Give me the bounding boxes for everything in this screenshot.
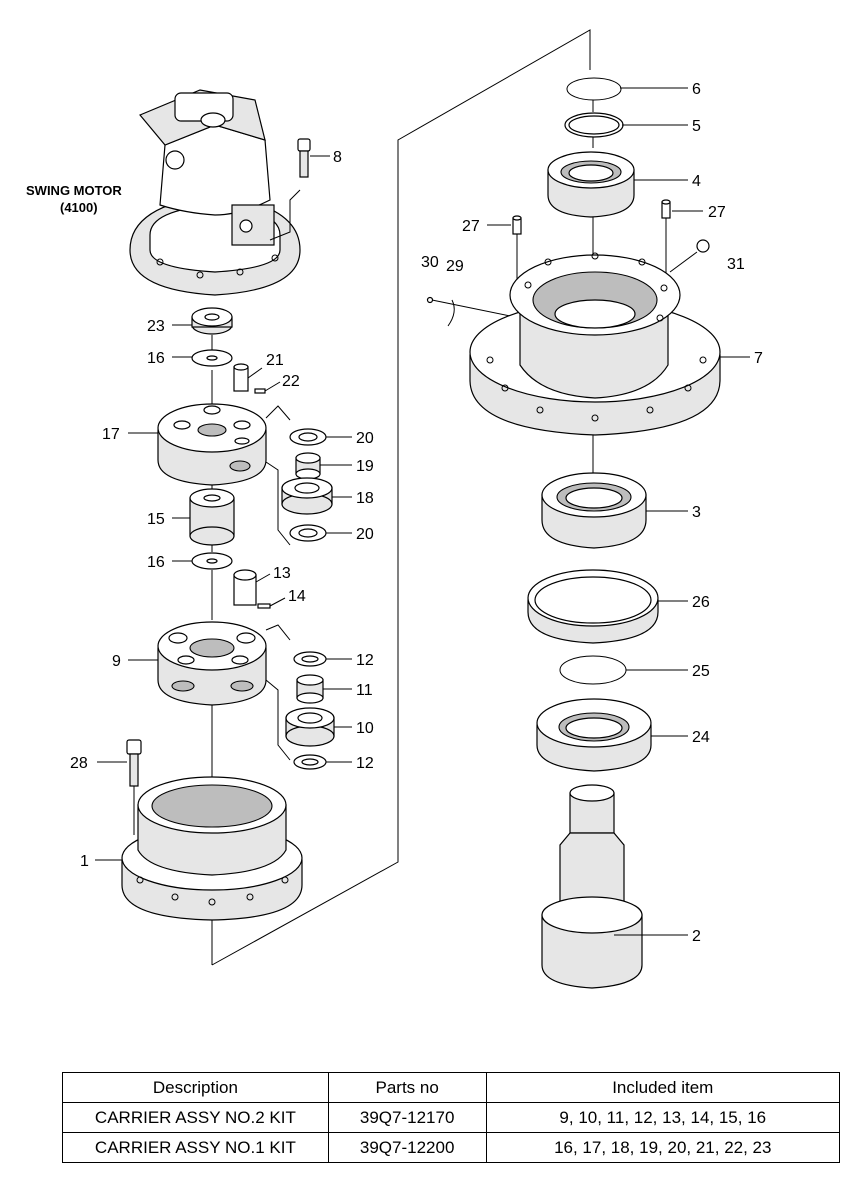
exploded-parts-diagram: SWING MOTOR (4100) bbox=[26, 29, 763, 989]
housing-7-drawing bbox=[469, 252, 721, 436]
sun-gear-15-drawing bbox=[189, 488, 235, 546]
callout-19: 19 bbox=[356, 458, 374, 475]
callout-12a: 12 bbox=[356, 652, 374, 669]
pin-21-drawing bbox=[233, 363, 249, 392]
header-parts-no: Parts no bbox=[327, 1072, 487, 1103]
swing-motor-label: SWING MOTOR bbox=[26, 183, 122, 198]
row-description: CARRIER ASSY NO.1 KIT bbox=[62, 1132, 329, 1163]
callout-27b: 27 bbox=[708, 204, 726, 221]
row-parts-no: 39Q7-12200 bbox=[327, 1132, 487, 1163]
callout-6: 6 bbox=[692, 81, 701, 98]
spring-pin-14-drawing bbox=[257, 603, 271, 609]
bearing-4-drawing bbox=[547, 151, 635, 218]
callout-27a: 27 bbox=[462, 218, 480, 235]
callout-28: 28 bbox=[70, 755, 88, 772]
floating-seal-26-drawing bbox=[527, 569, 659, 644]
callout-26: 26 bbox=[692, 594, 710, 611]
callout-31: 31 bbox=[727, 256, 745, 273]
plug-31-drawing bbox=[696, 239, 710, 253]
pinion-shaft-2-drawing bbox=[541, 784, 643, 989]
part-29-drawing bbox=[447, 299, 455, 327]
callout-1: 1 bbox=[80, 853, 89, 870]
o-ring-25-drawing bbox=[559, 655, 627, 685]
header-description: Description bbox=[62, 1072, 329, 1103]
callout-10: 10 bbox=[356, 720, 374, 737]
callout-16a: 16 bbox=[147, 350, 165, 367]
needle-bearing-19-drawing bbox=[295, 452, 321, 480]
spring-pin-22-drawing bbox=[254, 388, 266, 394]
pin-27a-drawing bbox=[512, 215, 522, 235]
sun-gear-23-drawing bbox=[191, 307, 233, 335]
callout-30: 30 bbox=[421, 254, 439, 271]
planet-gear-18-drawing bbox=[281, 477, 333, 515]
kit-table: Description Parts no Included item CARRI… bbox=[62, 1072, 841, 1163]
assembly-divider-line bbox=[211, 29, 591, 966]
callout-14: 14 bbox=[288, 588, 306, 605]
pin-27b-drawing bbox=[661, 199, 671, 219]
callout-9: 9 bbox=[112, 653, 121, 670]
callout-17: 17 bbox=[102, 426, 120, 443]
callout-11: 11 bbox=[356, 682, 373, 699]
row-parts-no: 39Q7-12170 bbox=[327, 1102, 487, 1133]
callout-3: 3 bbox=[692, 504, 701, 521]
callout-15: 15 bbox=[147, 511, 165, 528]
callout-4: 4 bbox=[692, 173, 701, 190]
swing-motor-code: (4100) bbox=[60, 200, 98, 215]
callout-20b: 20 bbox=[356, 526, 374, 543]
table-row: CARRIER ASSY NO.2 KIT 39Q7-12170 9, 10, … bbox=[62, 1102, 841, 1133]
snap-ring-6-drawing bbox=[566, 77, 622, 101]
callout-2: 2 bbox=[692, 928, 701, 945]
callout-8: 8 bbox=[333, 149, 342, 166]
bolt-8-drawing bbox=[297, 138, 311, 178]
kit-table-header-row: Description Parts no Included item bbox=[62, 1072, 841, 1103]
collar-24-drawing bbox=[536, 698, 652, 772]
callout-16b: 16 bbox=[147, 554, 165, 571]
needle-bearing-11-drawing bbox=[296, 674, 324, 704]
callout-7: 7 bbox=[754, 350, 763, 367]
callout-24: 24 bbox=[692, 729, 710, 746]
callout-5: 5 bbox=[692, 118, 701, 135]
callout-18: 18 bbox=[356, 490, 374, 507]
row-included-item: 9, 10, 11, 12, 13, 14, 15, 16 bbox=[485, 1102, 841, 1133]
carrier-17-drawing bbox=[157, 403, 267, 486]
table-row: CARRIER ASSY NO.1 KIT 39Q7-12200 16, 17,… bbox=[62, 1132, 841, 1163]
planet-gear-10-drawing bbox=[285, 707, 335, 747]
callout-13: 13 bbox=[273, 565, 291, 582]
carrier-9-drawing bbox=[157, 621, 267, 706]
callout-20a: 20 bbox=[356, 430, 374, 447]
callout-23: 23 bbox=[147, 318, 165, 335]
bolt-28-drawing bbox=[126, 739, 142, 787]
part-30-drawing bbox=[426, 296, 434, 304]
pin-13-drawing bbox=[233, 569, 257, 606]
row-description: CARRIER ASSY NO.2 KIT bbox=[62, 1102, 329, 1133]
callout-25: 25 bbox=[692, 663, 710, 680]
callout-29: 29 bbox=[446, 258, 464, 275]
callout-21: 21 bbox=[266, 352, 284, 369]
callout-22: 22 bbox=[282, 373, 300, 390]
ring-gear-1-drawing bbox=[121, 776, 303, 921]
callout-12b: 12 bbox=[356, 755, 374, 772]
bearing-3-drawing bbox=[541, 472, 647, 549]
row-included-item: 16, 17, 18, 19, 20, 21, 22, 23 bbox=[485, 1132, 841, 1163]
swing-motor-drawing bbox=[129, 89, 301, 296]
header-included-item: Included item bbox=[485, 1072, 841, 1103]
